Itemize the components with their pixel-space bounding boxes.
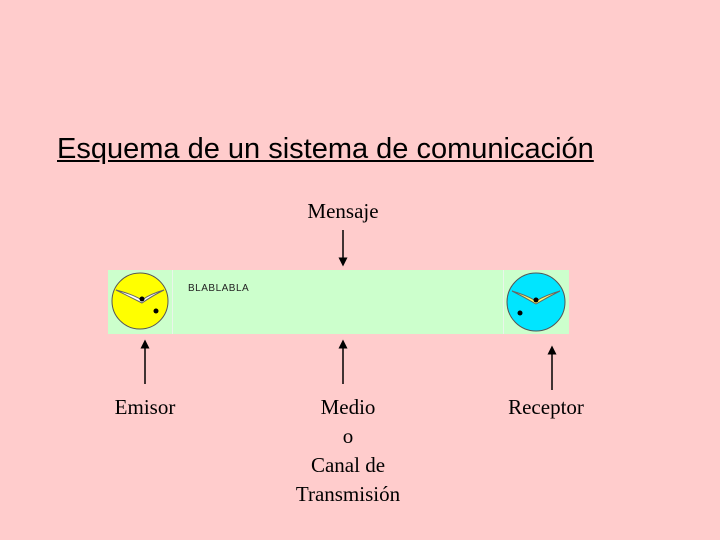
receiver-face-icon (507, 273, 565, 331)
medium-line-1: Medio (268, 393, 428, 422)
medium-line-4: Transmisión (268, 480, 428, 509)
medium-line-3: Canal de (268, 451, 428, 480)
sender-face-icon (112, 273, 168, 329)
sender-label: Emisor (95, 393, 195, 422)
medium-line-2: o (268, 422, 428, 451)
receiver-label: Receptor (490, 393, 602, 422)
medium-label: Medio o Canal de Transmisión (268, 393, 428, 509)
